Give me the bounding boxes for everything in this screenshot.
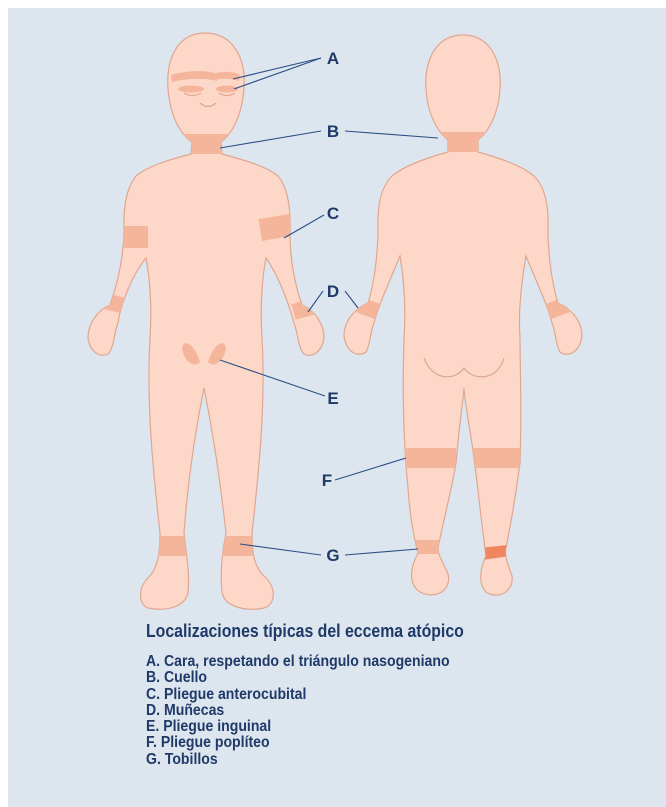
zone-f-back-knee-left (470, 448, 530, 468)
leader-b-back (345, 131, 438, 138)
marker-b: B (327, 122, 339, 141)
marker-a: A (327, 49, 339, 68)
zone-g-right-ankle (148, 536, 188, 556)
caption-item-b: B. Cuello (146, 670, 450, 686)
leader-d-back (345, 291, 358, 308)
leader-a-eye (234, 58, 321, 89)
back-body (344, 35, 582, 595)
caption-item-e: E. Pliegue inguinal (146, 719, 450, 735)
marker-g: G (326, 546, 339, 565)
marker-d: D (327, 282, 339, 301)
caption-item-c: C. Pliegue anterocubital (146, 687, 450, 703)
front-body-silhouette (88, 33, 324, 609)
caption-list: A. Cara, respetando el triángulo nasogen… (146, 654, 450, 768)
leader-g-back (345, 549, 418, 555)
zone-b-neck-back (438, 132, 488, 152)
figure-panel: A B C D E F G Localizaciones típicas del… (8, 8, 666, 807)
caption-item-d: D. Muñecas (146, 703, 450, 719)
caption-title: Localizaciones típicas del eccema atópic… (146, 621, 464, 642)
leader-d-front (308, 291, 323, 312)
body-diagram: A B C D E F G (8, 8, 666, 618)
zone-a-eye-right (178, 86, 204, 93)
leader-f (335, 458, 406, 480)
caption-item-f: F. Pliegue poplíteo (146, 735, 450, 751)
zone-g-back-ankle-right (408, 540, 448, 554)
back-body-silhouette (344, 35, 582, 595)
marker-f: F (322, 471, 332, 490)
marker-labels: A B C D E F G (322, 49, 340, 565)
caption-item-a: A. Cara, respetando el triángulo nasogen… (146, 654, 450, 670)
marker-e: E (327, 389, 338, 408)
zone-c-right-elbow (108, 226, 148, 248)
marker-c: C (327, 204, 339, 223)
leader-b-front (220, 131, 321, 148)
leader-a-brow (233, 58, 321, 79)
caption-item-g: G. Tobillos (146, 752, 450, 768)
front-body (88, 33, 325, 609)
